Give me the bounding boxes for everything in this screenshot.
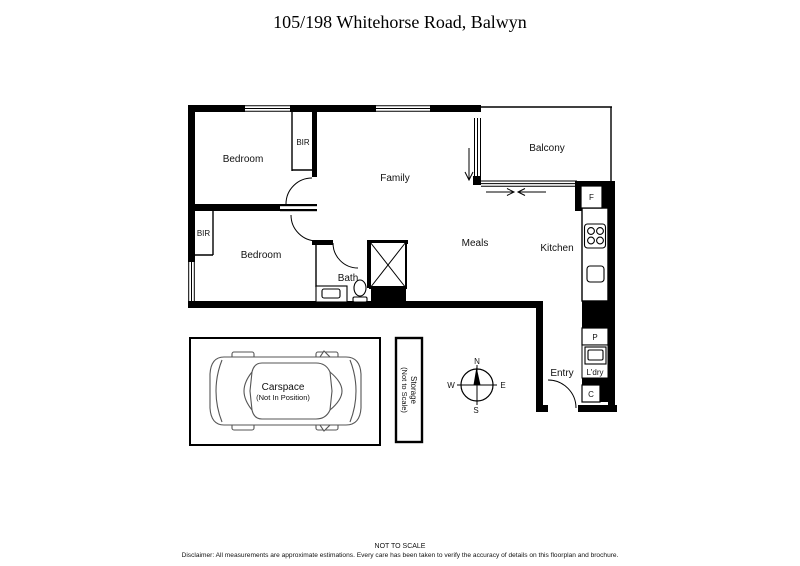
label-pantry: P: [592, 333, 597, 342]
compass-rose: N E S W: [447, 357, 505, 415]
compass-west: W: [447, 381, 455, 390]
door-direction-arrows: [464, 148, 546, 196]
kitchen-bench: [581, 207, 609, 302]
shower: [369, 241, 407, 303]
partition-lines: [188, 106, 612, 287]
carspace: Carspace (Not In Position): [189, 337, 381, 446]
label-balcony: Balcony: [529, 143, 565, 154]
label-fridge: F: [589, 193, 594, 202]
label-bedroom2: Bedroom: [241, 250, 282, 261]
door-swing-arcs: [285, 177, 577, 409]
washing-machine: [584, 346, 607, 365]
label-meals: Meals: [462, 238, 489, 249]
label-entry: Entry: [550, 368, 573, 379]
apartment-plan: Bedroom BIR Family Balcony Bedroom BIR B…: [188, 105, 617, 412]
label-storage: Storage: [409, 376, 418, 405]
fridge-box: [580, 185, 603, 209]
compass-north: N: [474, 357, 480, 366]
toilet: [352, 279, 368, 303]
window-symbols: [188, 105, 577, 302]
car-top-view: [209, 350, 362, 432]
page-title: 105/198 Whitehorse Road, Balwyn: [273, 12, 527, 32]
label-family: Family: [380, 173, 409, 184]
laundry-zone: [581, 344, 609, 379]
disclaimer: Disclaimer: All measurements are approxi…: [182, 552, 619, 559]
label-bath: Bath: [338, 273, 359, 284]
cooktop: [583, 223, 607, 249]
cupboard-box: [581, 384, 601, 403]
label-laundry: L'dry: [586, 368, 603, 377]
compass-south: S: [473, 406, 478, 415]
label-bir1: BIR: [296, 138, 310, 147]
sink: [586, 265, 605, 283]
label-cupboard: C: [588, 390, 594, 399]
label-bir2: BIR: [197, 229, 211, 238]
label-kitchen: Kitchen: [540, 243, 573, 254]
storage: Storage (Not to Scale): [394, 336, 424, 444]
label-storage-note: (Not to Scale): [400, 367, 409, 413]
compass-needle: [473, 367, 481, 385]
label-carspace: Carspace: [262, 382, 305, 393]
vanity: [315, 285, 348, 303]
scale-note: NOT TO SCALE: [375, 543, 426, 550]
label-bedroom1: Bedroom: [223, 154, 264, 165]
label-carspace-note: (Not In Position): [256, 393, 310, 402]
compass-east: E: [500, 381, 505, 390]
